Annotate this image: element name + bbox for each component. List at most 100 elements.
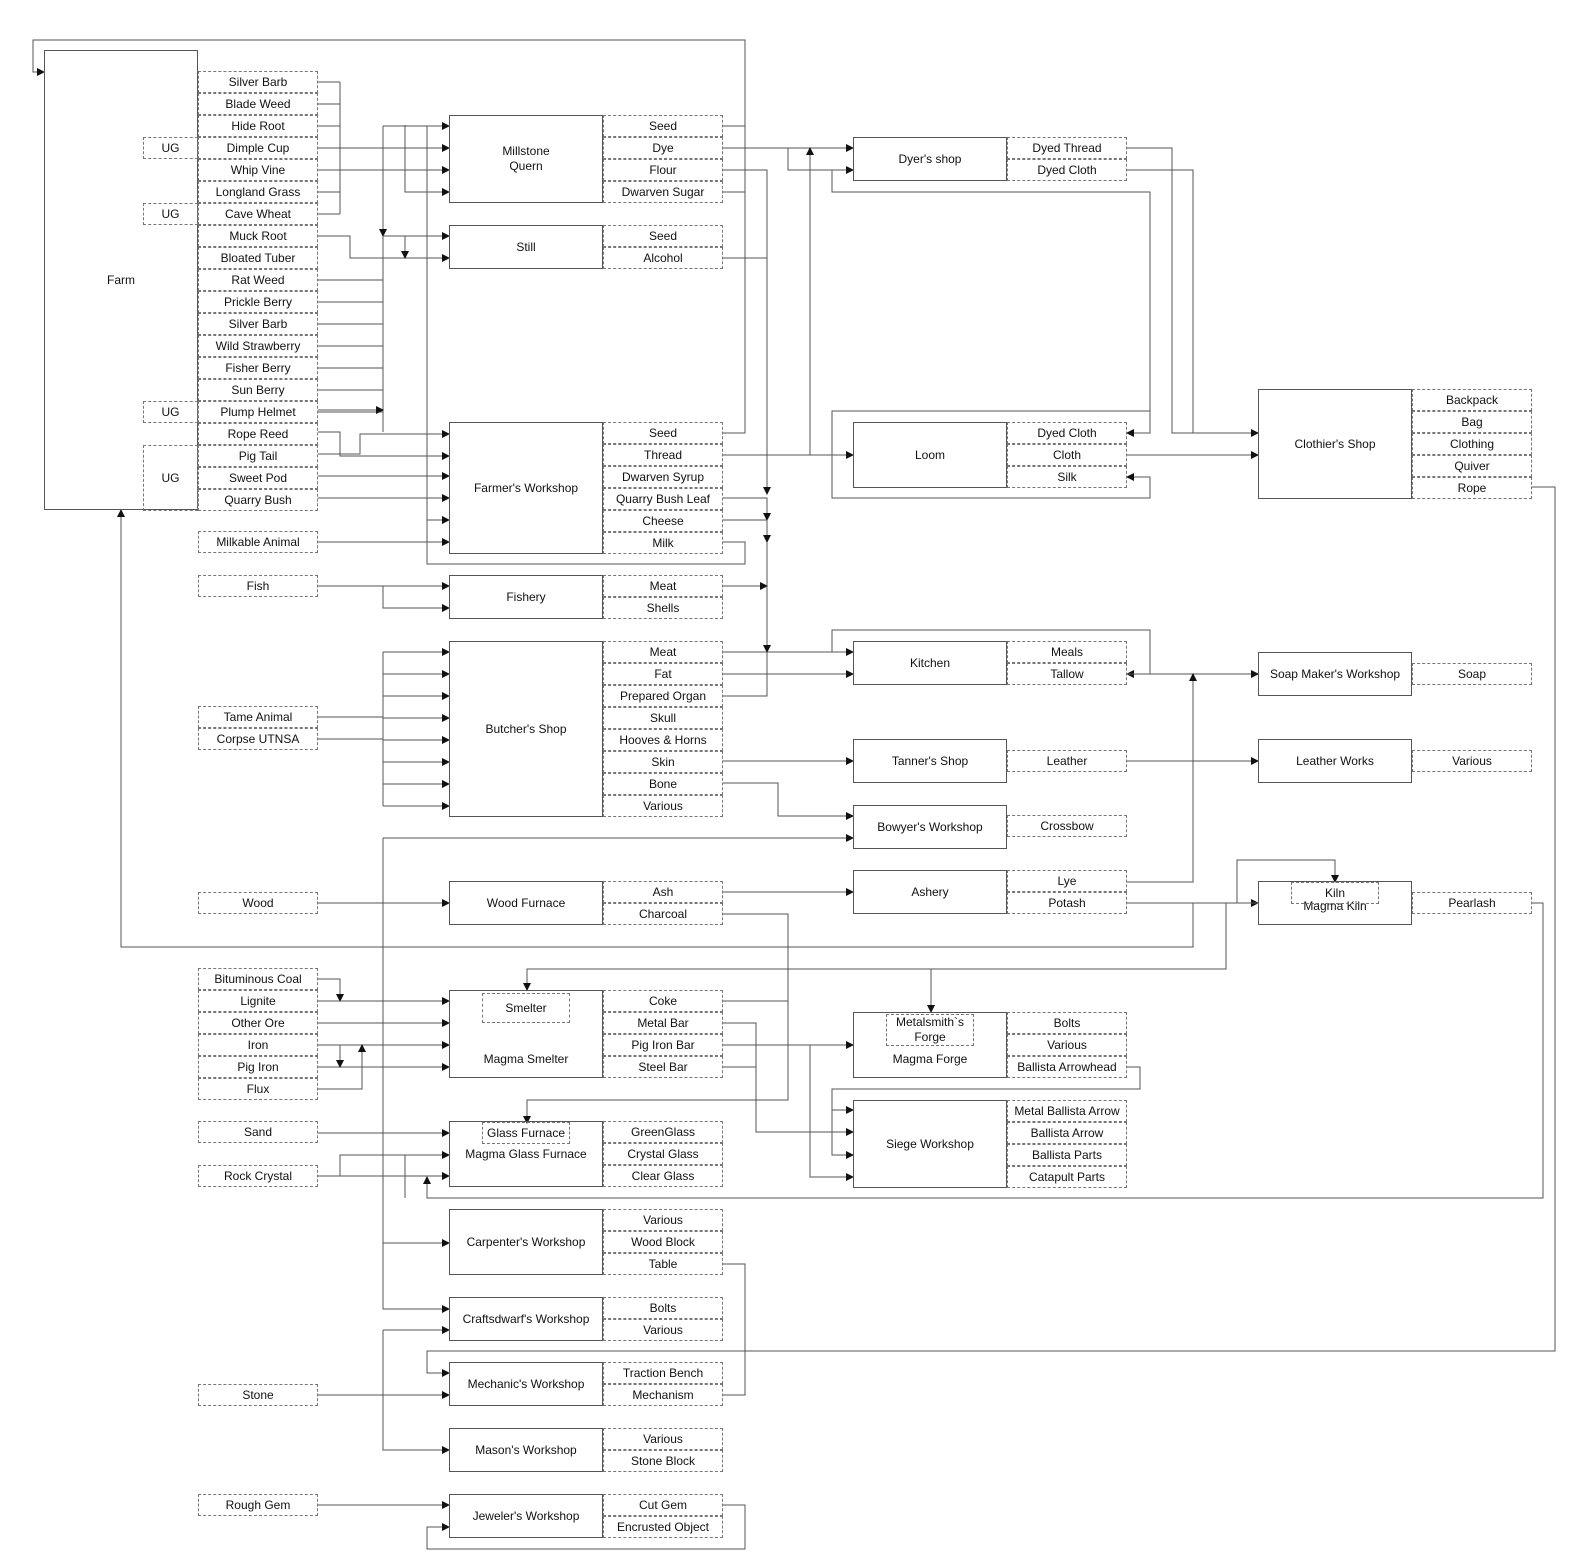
metalsmiths-forge: Metalsmith`s Forge [886,1014,974,1046]
farm-crop-pig-tail: Pig Tail [198,445,318,467]
glass-furnace: Glass Furnace [482,1122,570,1144]
ug-tag: UG [143,401,198,423]
connector-line-82 [423,902,1544,1199]
input-rock-crystal: Rock Crystal [198,1165,318,1187]
connector-line-104 [382,838,450,1313]
jewelers-output-cut-gem: Cut Gem [603,1494,723,1516]
fishery-workshop: Fishery [449,575,603,619]
connector-line-113 [32,39,746,126]
farm-crop-whip-vine: Whip Vine [198,159,318,181]
farm-crop-longland-grass: Longland Grass [198,181,318,203]
dyers-output-dyed-cloth: Dyed Cloth [1007,159,1127,181]
ug-tag: UG [143,203,198,225]
ug-tag: UG [143,445,198,511]
mechanics-output-traction-bench: Traction Bench [603,1362,723,1384]
connector-line-51 [723,169,771,495]
loom-output-dyed-cloth: Dyed Cloth [1007,422,1127,444]
tanners-output-leather: Leather [1007,750,1127,772]
farm-workshop: Farm [44,50,198,510]
carpenters-output-table: Table [603,1253,723,1275]
magmasmelter-output-coke: Coke [603,990,723,1012]
input-other-ore: Other Ore [198,1012,318,1034]
farm-crop-blade-weed: Blade Weed [198,93,318,115]
input-pig-iron: Pig Iron [198,1056,318,1078]
connector-line-75 [723,782,854,820]
connector-line-34 [382,586,450,612]
ashery-workshop: Ashery [853,870,1007,914]
craftsdwarfs-workshop: Craftsdwarf's Workshop [449,1297,603,1341]
input-rough-gem: Rough Gem [198,1494,318,1516]
ashery-output-potash: Potash [1007,892,1127,914]
farm-crop-fisher-berry: Fisher Berry [198,357,318,379]
farm-crop-hide-root: Hide Root [198,115,318,137]
leather-works: Leather Works [1258,739,1412,783]
magmaglass-output-crystal-glass: Crystal Glass [603,1143,723,1165]
connector-line-91 [318,1044,366,1090]
still-output-seed: Seed [603,225,723,247]
input-lignite: Lignite [198,990,318,1012]
magma-smelter: Magma Smelter [449,990,603,1078]
magmaforge-output-bolts: Bolts [1007,1012,1127,1034]
connector-line-102 [339,1151,450,1176]
kitchen-workshop: Kitchen [853,641,1007,685]
mechanics-output-mechanism: Mechanism [603,1384,723,1406]
magmasmelter-output-metal-bar: Metal Bar [603,1012,723,1034]
connector-line-85 [1236,859,1339,904]
connector-line-46 [723,125,746,149]
input-milkable-animal: Milkable Animal [198,531,318,553]
input-wood: Wood [198,892,318,914]
butchers-output-skin: Skin [603,751,723,773]
input-flux: Flux [198,1078,318,1100]
bowyers-output-crossbow: Crossbow [1007,815,1127,837]
soapmaker-output-soap: Soap [1412,663,1532,685]
butchers-output-bone: Bone [603,773,723,795]
farm-crop-rat-weed: Rat Weed [198,269,318,291]
magmaglass-output-clear-glass: Clear Glass [603,1165,723,1187]
butchers-output-skull: Skull [603,707,723,729]
connector-line-32 [426,520,746,565]
millstone-quern-workshop: Millstone Quern [449,115,603,203]
connector-line-98 [831,1066,1141,1114]
clothiers-output-backpack: Backpack [1412,389,1532,411]
soap-makers-workshop: Soap Maker's Workshop [1258,652,1412,696]
magmasmelter-output-pig-iron-bar: Pig Iron Bar [603,1034,723,1056]
clothiers-shop: Clothier's Shop [1258,389,1412,499]
farm-crop-muck-root: Muck Root [198,225,318,247]
farm-crop-rope-reed: Rope Reed [198,423,318,445]
connector-line-60 [723,147,854,174]
kitchen-output-tallow: Tallow [1007,663,1127,685]
loom-output-silk: Silk [1007,466,1127,488]
carpenters-output-wood-block: Wood Block [603,1231,723,1253]
magmaforge-output-various: Various [1007,1034,1127,1056]
millstone-output-dye: Dye [603,137,723,159]
farmers-workshop: Farmer's Workshop [449,422,603,554]
connector-line-112 [426,1504,746,1550]
farm-crop-silver-barb: Silver Barb [198,313,318,335]
clothiers-output-bag: Bag [1412,411,1532,433]
input-stone: Stone [198,1384,318,1406]
clothiers-output-quiver: Quiver [1412,455,1532,477]
bowyers-workshop: Bowyer's Workshop [853,805,1007,849]
siege-output-catapult-parts: Catapult Parts [1007,1166,1127,1188]
input-corpse-utnsa: Corpse UTNSA [198,728,318,750]
connector-line-109 [723,1263,746,1396]
farm-crop-cave-wheat: Cave Wheat [198,203,318,225]
masons-output-stone-block: Stone Block [603,1450,723,1472]
connector-line-99 [831,1110,854,1159]
magmaglass-output-greenglass: GreenGlass [603,1121,723,1143]
fishery-output-shells: Shells [603,597,723,619]
farm-crop-wild-strawberry: Wild Strawberry [198,335,318,357]
connector-line-97 [809,1045,854,1181]
connector-line-53 [723,497,771,521]
connector-line-30 [426,126,450,524]
connector-line-110 [426,486,1556,1377]
masons-output-various: Various [603,1428,723,1450]
connector-line-72 [1127,673,1197,883]
millstone-output-flour: Flour [603,159,723,181]
connector-line-86 [318,978,344,1002]
ashery-output-lye: Lye [1007,870,1127,892]
loom-workshop: Loom [853,422,1007,488]
jewelers-output-encrusted-object: Encrusted Object [603,1516,723,1538]
farmers-output-thread: Thread [603,444,723,466]
woodfurnace-output-ash: Ash [603,881,723,903]
